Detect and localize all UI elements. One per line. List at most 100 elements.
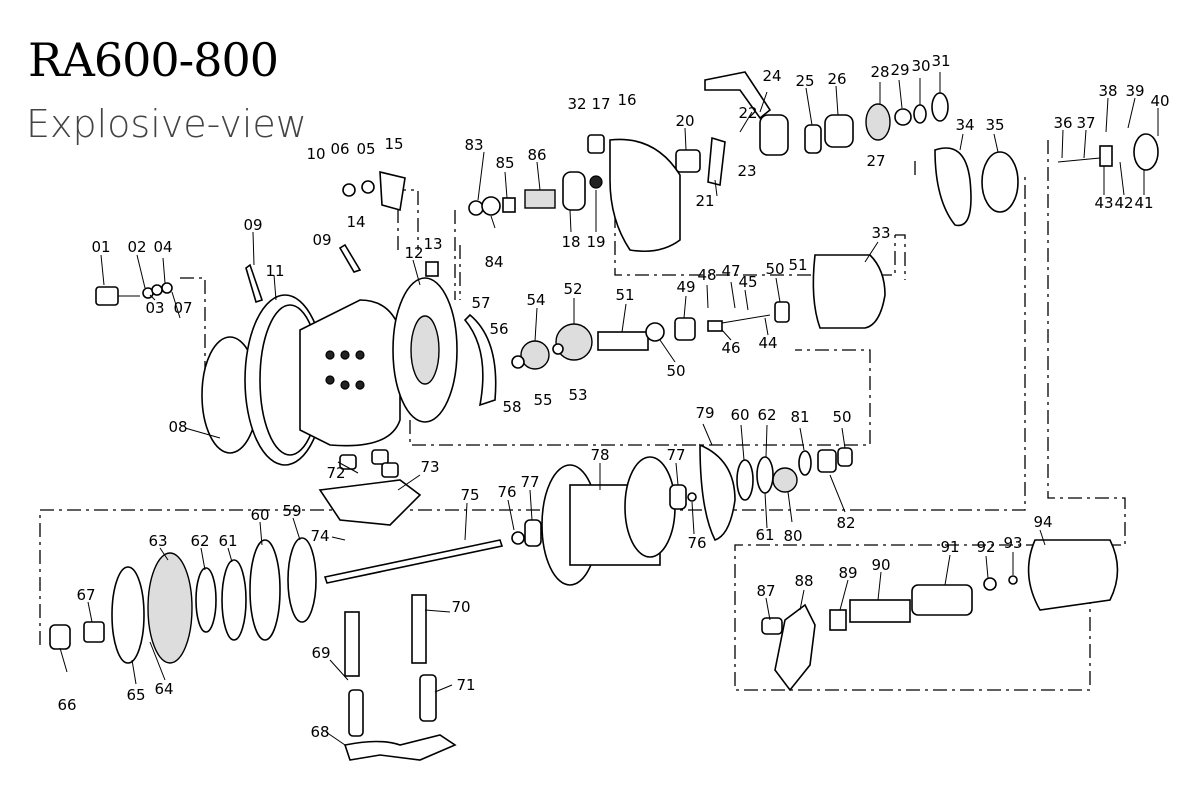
- part-label: 84: [484, 253, 503, 271]
- part-label: 81: [790, 408, 809, 426]
- part-label: 15: [384, 135, 403, 153]
- part-label: 73: [420, 458, 439, 476]
- part-label: 24: [762, 67, 781, 85]
- part-label: 23: [737, 162, 756, 180]
- part-label: 77: [520, 473, 539, 491]
- part-label: 82: [836, 514, 855, 532]
- part-label: 79: [695, 404, 714, 422]
- part-label: 26: [827, 70, 846, 88]
- part-label: 66: [57, 696, 76, 714]
- part-label: 64: [154, 680, 173, 698]
- part-label: 09: [243, 216, 262, 234]
- part-label: 63: [148, 532, 167, 550]
- part-label: 22: [738, 104, 757, 122]
- diagram-title: RA600-800: [28, 33, 278, 87]
- part-label: 65: [126, 686, 145, 704]
- part-label: 76: [687, 534, 706, 552]
- part-label: 36: [1053, 114, 1072, 132]
- part-label: 32: [567, 95, 586, 113]
- part-label: 41: [1134, 194, 1153, 212]
- part-label: 93: [1003, 534, 1022, 552]
- part-label: 49: [676, 278, 695, 296]
- part-label: 78: [590, 446, 609, 464]
- part-label: 28: [870, 63, 889, 81]
- part-label: 75: [460, 486, 479, 504]
- part-label: 91: [940, 538, 959, 556]
- part-label: 39: [1125, 82, 1144, 100]
- part-label: 03: [145, 299, 164, 317]
- part-label: 52: [563, 280, 582, 298]
- part-label: 37: [1076, 114, 1095, 132]
- part-label: 62: [757, 406, 776, 424]
- part-label: 13: [423, 235, 442, 253]
- part-label: 48: [697, 266, 716, 284]
- part-label: 45: [738, 273, 757, 291]
- part-label: 11: [265, 262, 284, 280]
- part-label: 21: [695, 192, 714, 210]
- part-label: 25: [795, 72, 814, 90]
- part-label: 51: [615, 286, 634, 304]
- part-label: 50: [666, 362, 685, 380]
- part-label: 87: [756, 582, 775, 600]
- part-label: 61: [218, 532, 237, 550]
- part-label: 85: [495, 154, 514, 172]
- part-label: 46: [721, 339, 740, 357]
- part-label: 20: [675, 112, 694, 130]
- part-label: 88: [794, 572, 813, 590]
- part-label: 16: [617, 91, 636, 109]
- part-label: 09: [312, 231, 331, 249]
- part-label: 02: [127, 238, 146, 256]
- part-label: 54: [526, 291, 545, 309]
- part-label: 59: [282, 502, 301, 520]
- part-label: 38: [1098, 82, 1117, 100]
- part-label: 90: [871, 556, 890, 574]
- part-label: 69: [311, 644, 330, 662]
- part-label: 19: [586, 233, 605, 251]
- part-label: 80: [783, 527, 802, 545]
- part-label: 94: [1033, 513, 1052, 531]
- part-label: 71: [456, 676, 475, 694]
- part-label: 33: [871, 224, 890, 242]
- part-label: 60: [730, 406, 749, 424]
- part-label: 40: [1150, 92, 1169, 110]
- part-label: 43: [1094, 194, 1113, 212]
- part-label: 07: [173, 299, 192, 317]
- part-label: 56: [489, 320, 508, 338]
- part-label: 01: [91, 238, 110, 256]
- part-label: 47: [721, 262, 740, 280]
- part-label: 18: [561, 233, 580, 251]
- part-label: 51: [788, 256, 807, 274]
- part-label: 60: [250, 506, 269, 524]
- part-label: 67: [76, 586, 95, 604]
- part-label: 76: [497, 483, 516, 501]
- part-label: 14: [346, 213, 365, 231]
- part-label: 89: [838, 564, 857, 582]
- part-label: 86: [527, 146, 546, 164]
- part-label: 58: [502, 398, 521, 416]
- part-label: 12: [404, 244, 423, 262]
- part-label: 83: [464, 136, 483, 154]
- leader-lines: [59, 72, 1159, 746]
- part-shapes: [49, 71, 1159, 761]
- part-label: 50: [832, 408, 851, 426]
- part-label: 55: [533, 391, 552, 409]
- diagram-subtitle: Explosive-view: [26, 102, 307, 146]
- part-label: 05: [356, 140, 375, 158]
- part-label: 72: [326, 464, 345, 482]
- part-label: 34: [955, 116, 974, 134]
- part-label: 04: [153, 238, 172, 256]
- part-label: 57: [471, 294, 490, 312]
- part-label: 08: [168, 418, 187, 436]
- part-label: 74: [310, 527, 329, 545]
- part-label: 50: [765, 260, 784, 278]
- part-label: 53: [568, 386, 587, 404]
- part-label: 44: [758, 334, 777, 352]
- part-label: 68: [310, 723, 329, 741]
- part-label: 06: [330, 140, 349, 158]
- part-label: 92: [976, 538, 995, 556]
- part-label: 17: [591, 95, 610, 113]
- part-label: 61: [755, 526, 774, 544]
- part-label: 27: [866, 152, 885, 170]
- part-label: 10: [306, 145, 325, 163]
